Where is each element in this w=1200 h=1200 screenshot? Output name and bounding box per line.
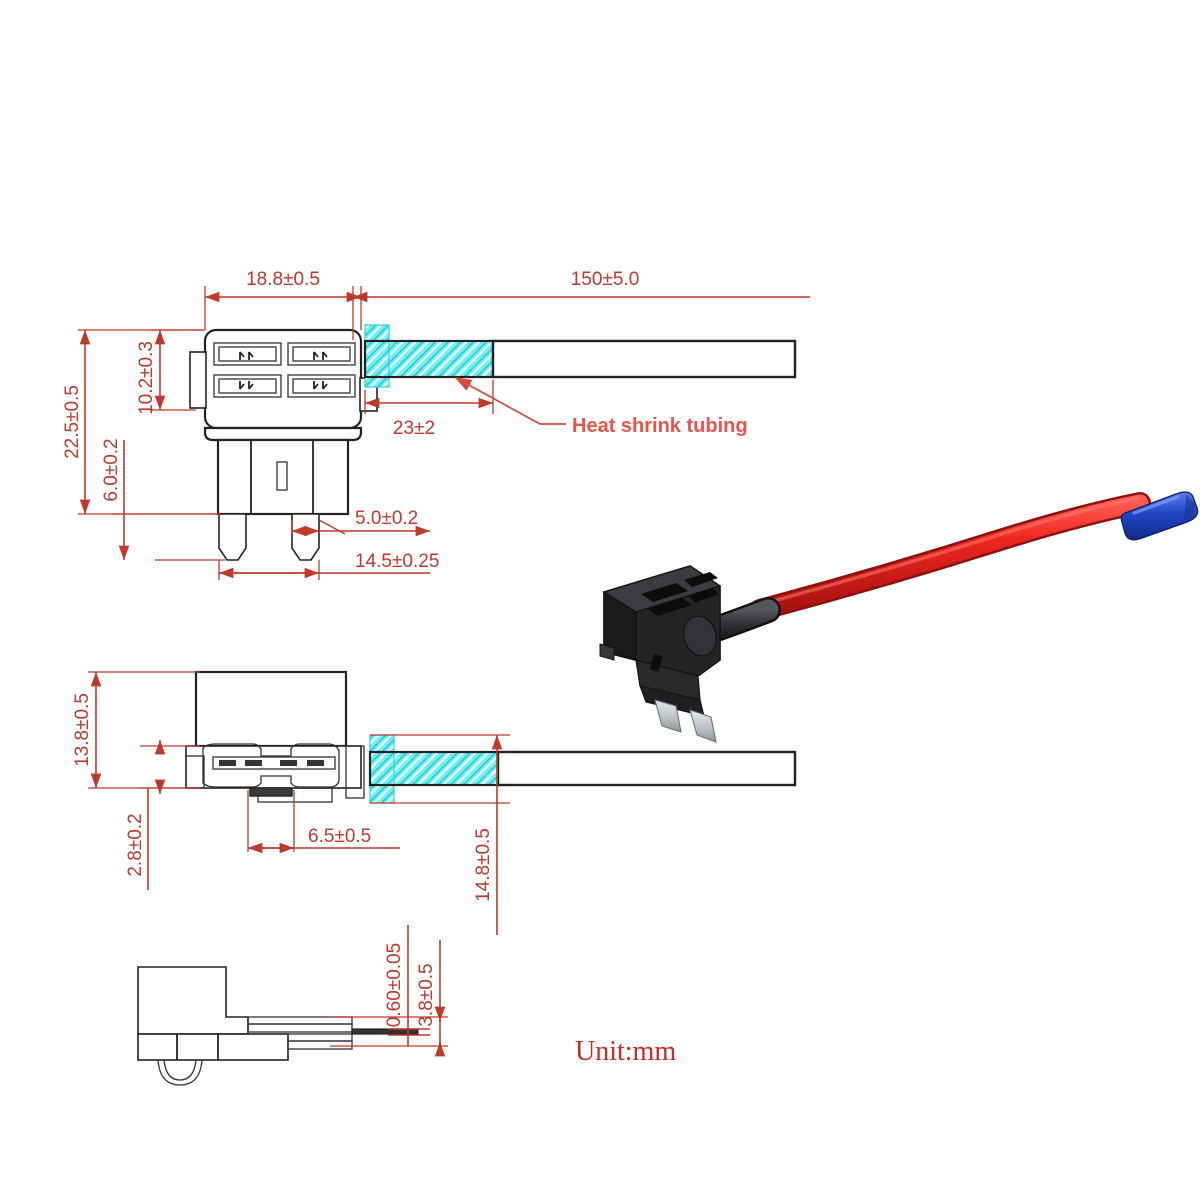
top-view-holder-body: [203, 426, 363, 561]
dim-blade-depth: 3.8±0.5: [416, 963, 437, 1026]
side-view-wire-assembly: [368, 734, 797, 804]
heat-shrink-label: Heat shrink tubing: [572, 415, 748, 437]
bottom-view-holder: [137, 966, 419, 1086]
dim-body-width: 18.8±0.5: [246, 269, 320, 290]
side-view-holder: [185, 670, 365, 803]
side-view-dimensions: 13.8±0.5 2.8±0.2 6.5±0.5 14.8±0.5: [72, 671, 510, 935]
dim-blade-width: 5.0±0.2: [355, 508, 418, 529]
dim-body-height: 22.5±0.5: [62, 385, 83, 459]
dim-contact-gap: 6.5±0.5: [308, 826, 371, 847]
unit-note: Unit:mm: [575, 1036, 676, 1067]
blue-terminal: [1120, 491, 1199, 541]
heat-shrink-callout: Heat shrink tubing: [454, 377, 748, 437]
dim-slot-block-height: 10.2±0.3: [136, 341, 157, 415]
top-view-dimensions: 18.8±0.5 150±5.0 22.5±0.5 6.0±0.2 10.2±0…: [62, 269, 810, 580]
dim-overall-depth: 14.8±0.5: [473, 828, 494, 902]
top-view-wire-assembly: [363, 324, 797, 388]
fuse-tap-housing: [599, 565, 722, 743]
top-view-holder-head: [189, 328, 378, 430]
top-view-group: 18.8±0.5 150±5.0 22.5±0.5 6.0±0.2 10.2±0…: [62, 269, 810, 580]
side-view-group: 13.8±0.5 2.8±0.2 6.5±0.5 14.8±0.5: [72, 670, 797, 935]
dim-blade-exposed: 6.0±0.2: [101, 438, 122, 501]
product-photo: [599, 491, 1199, 743]
bottom-view-group: 0.60±0.05 3.8±0.5: [137, 925, 448, 1086]
dim-body-depth: 13.8±0.5: [72, 693, 93, 767]
dim-lip-thickness: 2.8±0.2: [125, 813, 146, 876]
dim-shrink-length: 23±2: [393, 418, 435, 439]
dim-blade-pitch: 14.5±0.25: [355, 551, 439, 572]
dim-wire-length: 150±5.0: [571, 269, 640, 290]
dim-blade-thickness: 0.60±0.05: [384, 943, 405, 1027]
bottom-view-dimensions: 0.60±0.05 3.8±0.5: [330, 925, 448, 1057]
